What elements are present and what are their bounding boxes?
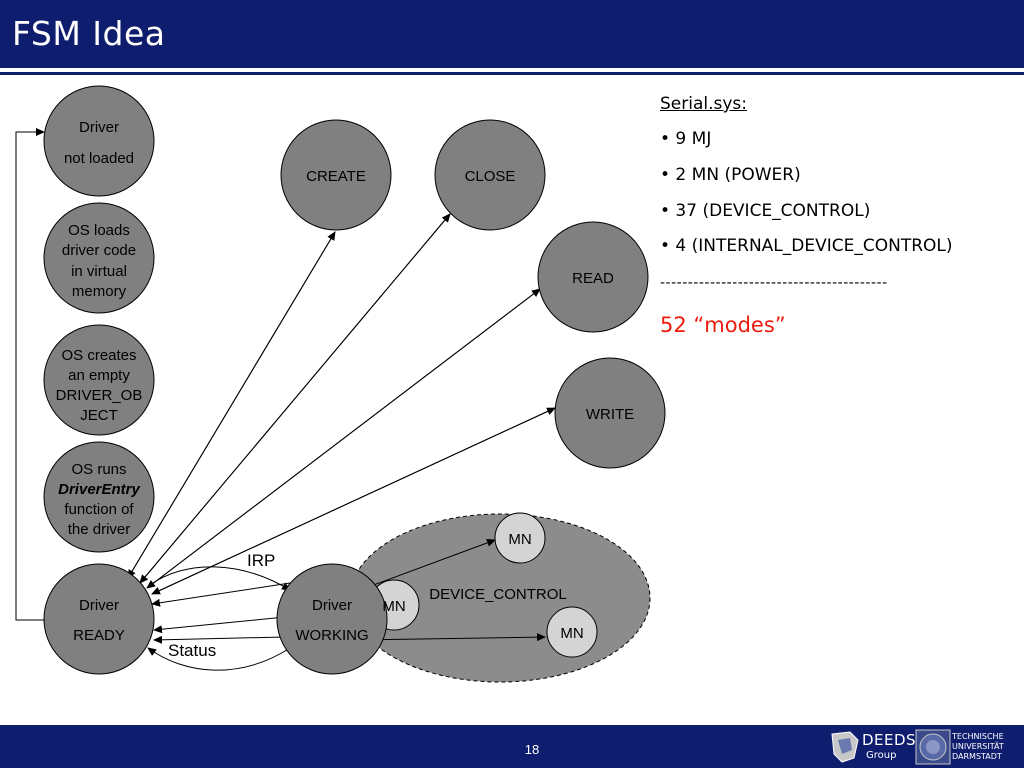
summary-title: Serial.sys: [660, 94, 748, 114]
label-device-control: DEVICE_CONTROL [429, 586, 567, 603]
state-os-loads [43, 202, 155, 314]
label-read: READ [572, 270, 614, 287]
label-write: WRITE [586, 406, 634, 423]
header-rule [0, 72, 1024, 75]
slide-title: FSM Idea [12, 14, 166, 53]
label-driver-working-1: Driver [312, 597, 352, 614]
state-driver-working [276, 563, 388, 675]
state-driver-ready [43, 563, 155, 675]
edge-working-ready-2 [153, 616, 286, 634]
label-os-creates-1: OS creates [61, 347, 136, 364]
mn-bottom-circle [546, 606, 598, 658]
slide-header [0, 0, 1024, 68]
label-create: CREATE [306, 168, 366, 185]
edge-working-ready-3 [153, 635, 286, 644]
label-os-creates-4: JECT [80, 407, 118, 424]
deeds-logo-text: DEEDS [862, 731, 917, 749]
label-os-loads-4: memory [72, 283, 127, 300]
label-os-runs-2: DriverEntry [58, 481, 140, 498]
label-mn-bottom: MN [560, 625, 583, 642]
deeds-logo-icon [831, 731, 859, 763]
label-mn-top: MN [508, 531, 531, 548]
tu-darmstadt-logo-text: TECHNISCHE UNIVERSITÄT DARMSTADT [952, 732, 1004, 761]
label-status: Status [168, 641, 216, 660]
state-os-creates [43, 324, 155, 436]
state-read [537, 221, 649, 333]
label-os-runs-3: function of [64, 501, 134, 518]
deeds-logo-subtext: Group [866, 750, 897, 761]
state-write [554, 357, 666, 469]
label-mn-left: MN [382, 598, 405, 615]
edge-working-ready-1 [151, 582, 291, 607]
edge-working-mn-bottom [359, 633, 546, 642]
state-os-runs [43, 441, 155, 553]
label-os-loads-3: in virtual [71, 263, 127, 280]
state-driver-not-loaded [43, 85, 155, 197]
label-close: CLOSE [465, 168, 516, 185]
edge-write-ready [151, 407, 556, 595]
label-driver-not-loaded-2: not loaded [64, 150, 134, 167]
fsm-diagram: Driver not loaded OS loads driver code i… [15, 85, 666, 683]
label-driver-ready-1: Driver [79, 597, 119, 614]
label-os-creates-3: DRIVER_OB [56, 387, 143, 404]
tu-darmstadt-logo-icon [915, 729, 951, 765]
mn-top-circle [494, 512, 546, 564]
label-os-runs-1: OS runs [71, 461, 126, 478]
label-driver-working-2: WORKING [295, 627, 368, 644]
state-close [434, 119, 546, 231]
summary-bullet-power: • 2 MN (POWER) [660, 165, 801, 185]
edge-irp [149, 566, 291, 591]
edge-working-mn-top [359, 539, 496, 591]
edge-status [147, 647, 291, 671]
page-number: 18 [524, 742, 540, 757]
label-os-creates-2: an empty [68, 367, 130, 384]
edge-create-ready [127, 231, 336, 579]
summary-bullet-device-control: • 37 (DEVICE_CONTROL) [660, 201, 871, 221]
reset-edge [15, 128, 45, 621]
label-driver-not-loaded-1: Driver [79, 119, 119, 136]
state-create [280, 119, 392, 231]
label-os-runs-4: the driver [68, 521, 131, 538]
label-os-loads-1: OS loads [68, 222, 130, 239]
label-os-loads-2: driver code [62, 242, 136, 259]
summary-bullet-internal-device-control: • 4 (INTERNAL_DEVICE_CONTROL) [660, 236, 953, 256]
summary-total: 52 “modes” [660, 313, 786, 337]
summary-divider: ----------------------------------------… [660, 275, 888, 291]
label-irp: IRP [247, 551, 275, 570]
edge-close-ready [139, 213, 451, 584]
edge-read-ready [146, 288, 541, 589]
summary-bullet-mj: • 9 MJ [660, 129, 712, 149]
label-driver-ready-2: READY [73, 627, 125, 644]
